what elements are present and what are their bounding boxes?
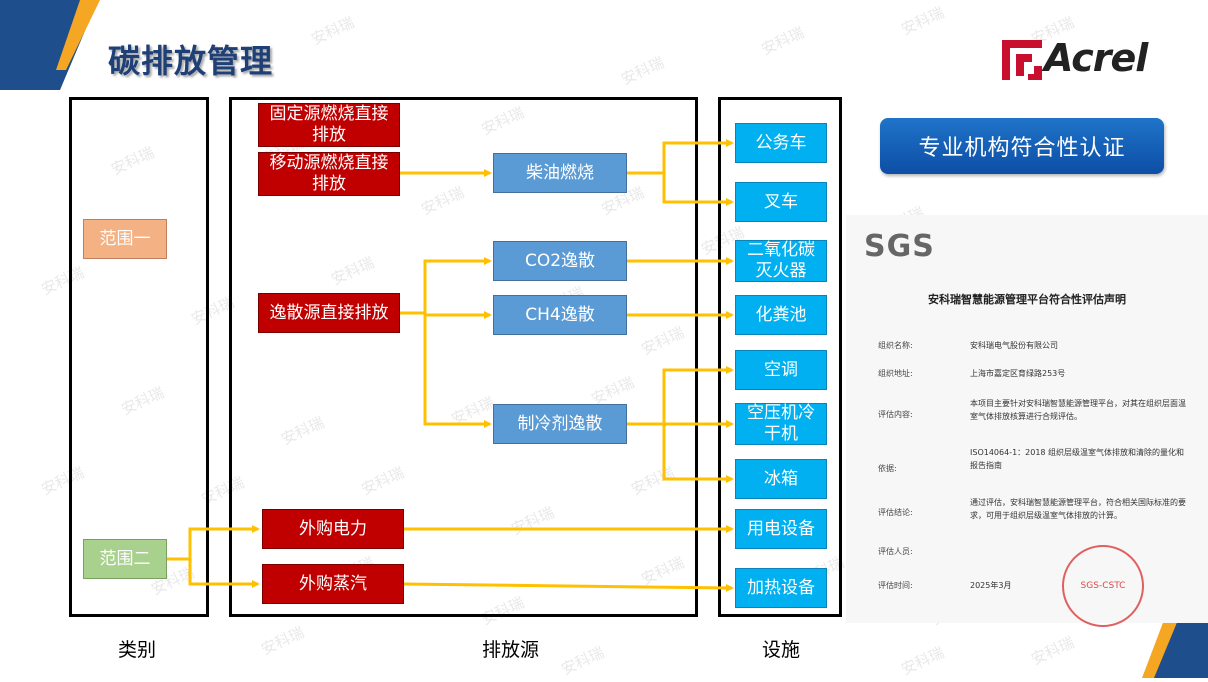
page-title: 碳排放管理 bbox=[108, 42, 274, 80]
cert-value-date: 2025年3月 bbox=[970, 581, 1012, 590]
cert-value-conclusion: 通过评估，安科瑞智慧能源管理平台，符合相关国际标准的要求，可用于组织层级温室气体… bbox=[970, 498, 1186, 520]
acrel-logo: Acrel bbox=[1002, 36, 1172, 82]
source-fugitive: 逸散源直接排放 bbox=[258, 293, 400, 333]
source-column-frame bbox=[229, 97, 698, 617]
process-diesel: 柴油燃烧 bbox=[493, 153, 627, 193]
facility-official-car: 公务车 bbox=[735, 123, 827, 163]
scope-two-box: 范围二 bbox=[83, 539, 167, 579]
cert-value-address: 上海市嘉定区育绿路253号 bbox=[970, 369, 1066, 378]
cert-value-basis: ISO14064-1：2018 组织层级温室气体排放和清除的量化和报告指南 bbox=[970, 448, 1185, 470]
certificate-document: SGS 安科瑞智慧能源管理平台符合性评估声明 组织名称: 安科瑞电气股份有限公司… bbox=[846, 215, 1208, 627]
certification-button[interactable]: 专业机构符合性认证 bbox=[880, 118, 1164, 174]
facility-forklift: 叉车 bbox=[735, 182, 827, 222]
process-co2: CO2逸散 bbox=[493, 241, 627, 281]
source-purchased-steam: 外购蒸汽 bbox=[262, 564, 404, 604]
acrel-logo-icon bbox=[1002, 40, 1042, 80]
cert-label-assessor: 评估人员: bbox=[878, 547, 913, 556]
column-label-source: 排放源 bbox=[482, 639, 540, 661]
source-fixed-combustion: 固定源燃烧直接排放 bbox=[258, 103, 400, 147]
facility-aircon: 空调 bbox=[735, 350, 827, 390]
source-purchased-power: 外购电力 bbox=[262, 509, 404, 549]
facility-septic-tank: 化粪池 bbox=[735, 295, 827, 335]
scope-one-box: 范围一 bbox=[83, 219, 167, 259]
column-label-category: 类别 bbox=[118, 639, 157, 661]
facility-compressor: 空压机冷干机 bbox=[735, 403, 827, 445]
column-label-facility: 设施 bbox=[762, 639, 801, 661]
facility-extinguisher: 二氧化碳灭火器 bbox=[735, 240, 827, 282]
facility-fridge: 冰箱 bbox=[735, 459, 827, 499]
facility-heating-equipment: 加热设备 bbox=[735, 568, 827, 608]
process-ch4: CH4逸散 bbox=[493, 295, 627, 335]
corner-accent-top-left bbox=[0, 0, 100, 90]
cert-label-conclusion: 评估结论: bbox=[878, 508, 913, 517]
certificate-title: 安科瑞智慧能源管理平台符合性评估声明 bbox=[928, 293, 1126, 306]
acrel-logo-text: Acrel bbox=[1044, 36, 1148, 80]
cert-label-org: 组织名称: bbox=[878, 341, 913, 350]
cert-value-org: 安科瑞电气股份有限公司 bbox=[970, 341, 1058, 350]
cert-value-content: 本项目主要针对安科瑞智慧能源管理平台，对其在组织层面温室气体排放核算进行合规评估… bbox=[970, 399, 1186, 421]
cert-label-content: 评估内容: bbox=[878, 410, 913, 419]
category-column-frame bbox=[69, 97, 209, 617]
source-mobile-combustion: 移动源燃烧直接排放 bbox=[258, 152, 400, 196]
process-refrigerant: 制冷剂逸散 bbox=[493, 404, 627, 444]
facility-column-frame bbox=[718, 97, 842, 617]
certificate-seal: SGS-CSTC bbox=[1062, 545, 1144, 627]
facility-power-equipment: 用电设备 bbox=[735, 509, 827, 549]
cert-label-basis: 依据: bbox=[878, 464, 897, 473]
cert-label-address: 组织地址: bbox=[878, 369, 913, 378]
sgs-logo: SGS bbox=[864, 229, 935, 264]
cert-label-date: 评估时间: bbox=[878, 581, 913, 590]
